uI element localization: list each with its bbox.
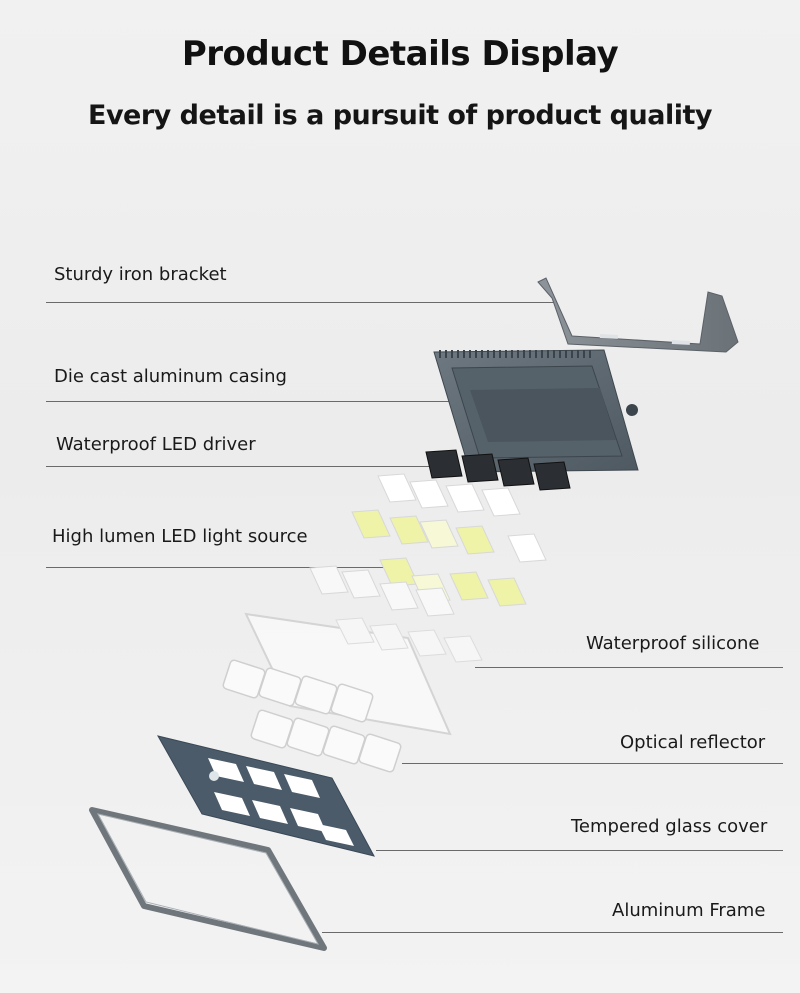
leader-line-silicone <box>475 667 783 668</box>
tempered-glass-panel <box>156 735 375 857</box>
label-driver: Waterproof LED driver <box>56 434 256 455</box>
iron-bracket <box>537 277 739 353</box>
leader-line-reflector <box>402 763 783 764</box>
leader-line-bracket <box>46 302 554 303</box>
label-glass: Tempered glass cover <box>571 816 768 837</box>
label-casing: Die cast aluminum casing <box>54 366 287 387</box>
label-reflector: Optical reflector <box>620 732 766 753</box>
label-led-source: High lumen LED light source <box>52 526 308 547</box>
led-chip-array <box>309 473 547 617</box>
aluminum-frame <box>89 807 327 951</box>
leader-line-casing <box>46 401 466 402</box>
leader-line-glass <box>376 850 783 851</box>
page-subtitle: Every detail is a pursuit of product qua… <box>88 100 712 131</box>
label-silicone: Waterproof silicone <box>586 633 760 654</box>
leader-line-led-source <box>46 567 384 568</box>
page-title: Product Details Display <box>181 34 619 74</box>
leader-line-driver <box>46 466 456 467</box>
leader-line-frame <box>322 932 783 933</box>
label-bracket: Sturdy iron bracket <box>54 264 227 285</box>
label-frame: Aluminum Frame <box>612 900 766 921</box>
optical-reflector <box>222 659 402 773</box>
led-drivers <box>425 449 571 491</box>
aluminum-casing <box>433 349 639 473</box>
